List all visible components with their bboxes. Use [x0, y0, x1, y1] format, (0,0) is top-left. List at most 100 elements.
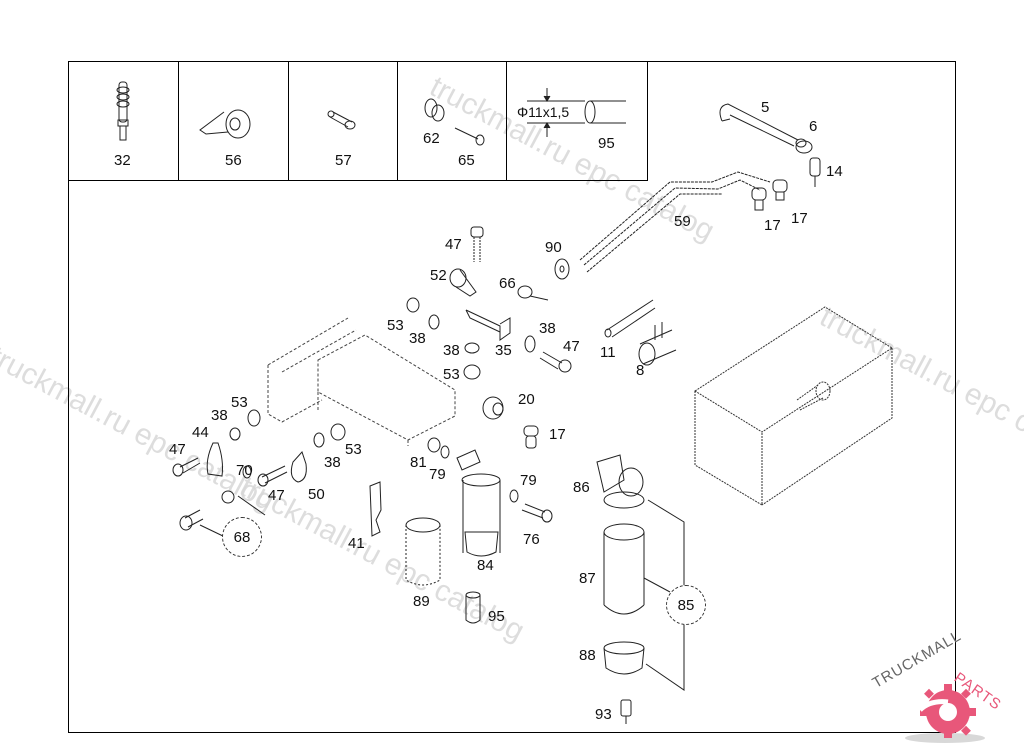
- part-label-53[interactable]: 53: [443, 366, 460, 383]
- part-label-47[interactable]: 47: [169, 441, 186, 458]
- sleeve-57-drawing: [327, 110, 356, 130]
- part-label-57[interactable]: 57: [335, 152, 352, 169]
- fuel-tank-drawing: [694, 306, 893, 506]
- part-label-53[interactable]: 53: [387, 317, 404, 334]
- part-label-65[interactable]: 65: [458, 152, 475, 169]
- bushing-53b-drawing: [463, 364, 481, 380]
- part-label-38[interactable]: 38: [443, 342, 460, 359]
- group-68-circle[interactable]: 68: [222, 517, 262, 557]
- washer-38d-drawing: [229, 427, 241, 441]
- bracket-41-drawing: [369, 481, 382, 537]
- tube-11-drawing: [604, 299, 656, 338]
- part-label-87[interactable]: 87: [579, 570, 596, 587]
- part-label-52[interactable]: 52: [430, 267, 447, 284]
- fitting-14-drawing: [809, 157, 821, 187]
- washer-53d-drawing: [330, 423, 346, 441]
- part-label-35[interactable]: 35: [495, 342, 512, 359]
- filter-84-drawing: [456, 449, 501, 557]
- truckmall-parts-logo: TRUCKMALL PARTS: [860, 627, 1024, 750]
- bolt-76-drawing: [521, 503, 553, 523]
- elbow-17c-drawing: [523, 425, 539, 449]
- part-label-14[interactable]: 14: [826, 163, 843, 180]
- washer-53c-drawing: [247, 409, 261, 427]
- part-label-70[interactable]: 70: [236, 462, 253, 479]
- part-label-50[interactable]: 50: [308, 486, 325, 503]
- diagram-frame: [68, 61, 956, 733]
- part-label-38[interactable]: 38: [211, 407, 228, 424]
- header-cell-32: [68, 61, 179, 181]
- washer-81-drawing: [427, 437, 441, 453]
- group-68-leaders: [199, 495, 266, 538]
- clip-44-drawing: [206, 442, 223, 477]
- part-label-38[interactable]: 38: [324, 454, 341, 471]
- part-label-81[interactable]: 81: [410, 454, 427, 471]
- tie-66-drawing: [517, 285, 549, 301]
- washer-38e-drawing: [313, 432, 325, 448]
- filter-head-86-drawing: [596, 454, 645, 509]
- drain-93-drawing: [620, 699, 632, 724]
- tube-95-drawing: [465, 591, 481, 624]
- clip-52-drawing: [449, 268, 477, 297]
- tape-56-drawing: [199, 109, 251, 139]
- bowl-88-drawing: [603, 641, 645, 675]
- part-label-8[interactable]: 8: [636, 362, 645, 379]
- hose-5-drawing: [719, 103, 799, 147]
- washer-38a-drawing: [428, 314, 440, 330]
- elbow-17b-drawing: [772, 179, 788, 201]
- elbow-17-drawing: [751, 187, 767, 211]
- part-label-86[interactable]: 86: [573, 479, 590, 496]
- part-label-79[interactable]: 79: [520, 472, 537, 489]
- part-label-93[interactable]: 93: [595, 706, 612, 723]
- group-85-circle[interactable]: 85: [666, 585, 706, 625]
- part-label-95[interactable]: 95: [488, 608, 505, 625]
- bolt-47b-drawing: [539, 351, 572, 373]
- part-label-6[interactable]: 6: [809, 118, 818, 135]
- part-label-79[interactable]: 79: [429, 466, 446, 483]
- part-label-76[interactable]: 76: [523, 531, 540, 548]
- part-label-47[interactable]: 47: [268, 487, 285, 504]
- part-label-32[interactable]: 32: [114, 152, 131, 169]
- header-cell-56: [178, 61, 289, 181]
- part-label-95-header[interactable]: 95: [598, 135, 615, 152]
- clip-50-drawing: [290, 451, 307, 483]
- part-label-88[interactable]: 88: [579, 647, 596, 664]
- fuel-line-59-drawing: [579, 171, 771, 273]
- part-label-59[interactable]: 59: [674, 213, 691, 230]
- part-label-17[interactable]: 17: [791, 210, 808, 227]
- bolt-47-drawing: [470, 226, 484, 262]
- part-label-5[interactable]: 5: [761, 99, 770, 116]
- tube-95-header-drawing: [527, 88, 626, 137]
- part-label-47[interactable]: 47: [445, 236, 462, 253]
- grommet-62-drawing: [424, 98, 445, 122]
- dimension-label: Φ11x1,5: [517, 104, 570, 120]
- part-label-47[interactable]: 47: [563, 338, 580, 355]
- nut-68-drawing: [221, 490, 235, 504]
- part-label-20[interactable]: 20: [518, 391, 535, 408]
- part-label-62[interactable]: 62: [423, 130, 440, 147]
- part-label-38[interactable]: 38: [409, 330, 426, 347]
- header-cell-95: [506, 61, 648, 181]
- group-68-label: 68: [233, 528, 251, 546]
- washer-38b-drawing: [464, 342, 480, 354]
- part-label-38[interactable]: 38: [539, 320, 556, 337]
- bolt-47c-drawing: [172, 457, 201, 477]
- part-label-89[interactable]: 89: [413, 593, 430, 610]
- part-label-17[interactable]: 17: [764, 217, 781, 234]
- clamp-6-drawing: [795, 138, 813, 154]
- part-label-41[interactable]: 41: [348, 535, 365, 552]
- part-label-84[interactable]: 84: [477, 557, 494, 574]
- part-label-90[interactable]: 90: [545, 239, 562, 256]
- part-label-53[interactable]: 53: [345, 441, 362, 458]
- pin-65-drawing: [454, 127, 485, 146]
- part-label-11[interactable]: 11: [600, 344, 616, 361]
- washer-90-drawing: [554, 258, 570, 280]
- part-label-44[interactable]: 44: [192, 424, 209, 441]
- washer-70-drawing: [242, 465, 252, 479]
- header-cell-62-65: [397, 61, 507, 181]
- part-label-56[interactable]: 56: [225, 152, 242, 169]
- bracket-35-drawing: [465, 309, 511, 341]
- part-label-17[interactable]: 17: [549, 426, 566, 443]
- part-label-66[interactable]: 66: [499, 275, 516, 292]
- part-label-53[interactable]: 53: [231, 394, 248, 411]
